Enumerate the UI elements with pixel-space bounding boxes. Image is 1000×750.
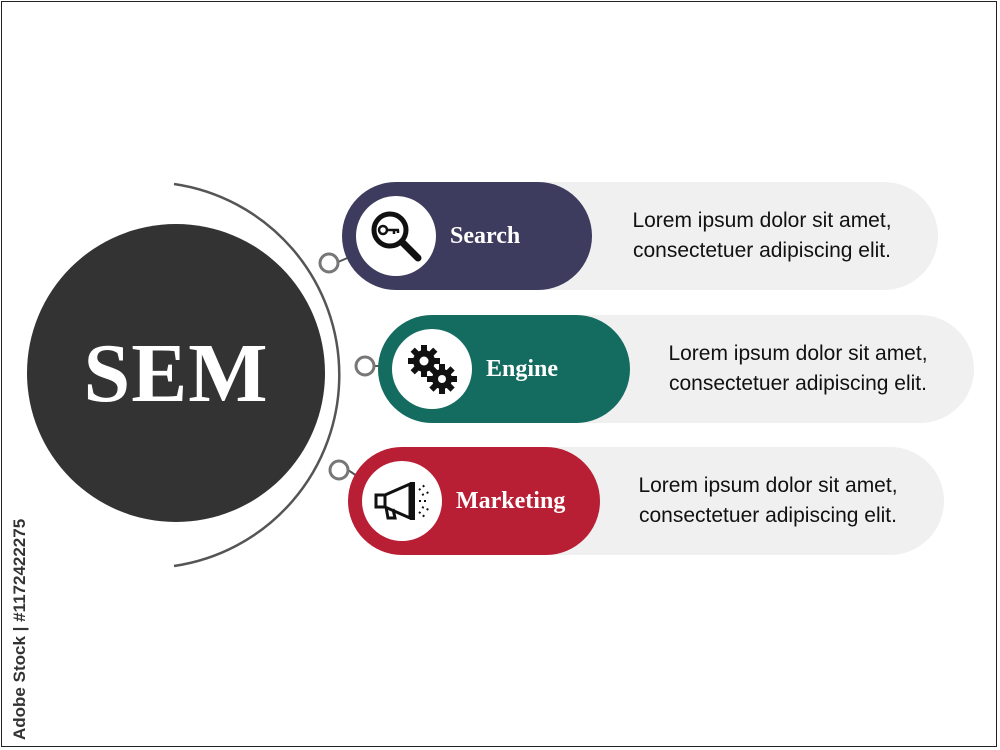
magnifier-key-icon [371,211,422,262]
item-label: Search [450,222,521,249]
description-line-2: consectetuer adipiscing elit. [633,239,891,262]
icon-badge [362,461,442,541]
pill-search: Search [342,182,592,290]
watermark-text: Adobe Stock | #1172422275 [10,518,29,740]
icon-badge [392,329,472,409]
item-label: Marketing [456,487,566,514]
stock-watermark: Adobe Stock | #1172422275 [8,510,32,740]
description-line-2: consectetuer adipiscing elit. [669,372,927,395]
megaphone-icon [374,482,430,520]
item-label: Engine [486,355,559,382]
item-description: Lorem ipsum dolor sit amet, consectetuer… [648,339,948,399]
icon-badge [356,196,436,276]
sem-hub-circle: SEM [27,224,325,522]
connector-node-engine [354,355,376,377]
connector-node-marketing [328,459,350,481]
description-line-1: Lorem ipsum dolor sit amet, [668,342,928,365]
item-description: Lorem ipsum dolor sit amet, consectetuer… [612,206,912,266]
gears-icon [408,345,457,394]
pill-engine: Engine [378,315,630,423]
item-description: Lorem ipsum dolor sit amet, consectetuer… [618,471,918,531]
pill-marketing: Marketing [348,447,600,555]
description-line-2: consectetuer adipiscing elit. [639,504,897,527]
description-line-1: Lorem ipsum dolor sit amet, [632,209,892,232]
connector-node-search [318,252,340,274]
hub-label: SEM [83,326,269,420]
description-line-1: Lorem ipsum dolor sit amet, [638,474,898,497]
